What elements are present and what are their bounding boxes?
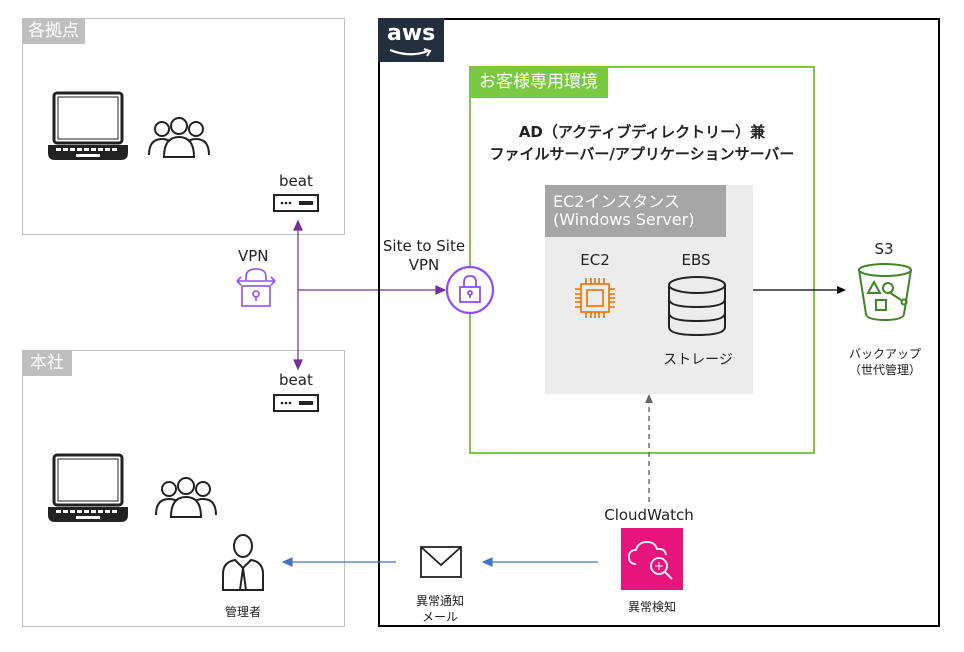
customer-env-tag: お客様専用環境 [469,66,608,98]
cloudwatch-label: CloudWatch [604,506,694,524]
chip-icon [575,278,615,318]
customer-env-box [469,66,815,454]
customer-env-label: お客様専用環境 [479,72,598,92]
s3-caption-line1: バックアップ [848,347,921,361]
users-icon [148,117,210,158]
ec2-instance-label-line2: (Windows Server) [553,210,695,229]
laptop-icon [48,453,128,522]
storage-label: ストレージ [663,352,733,368]
envelope-icon [420,546,462,578]
mail-caption-line1: 異常通知 [415,594,464,608]
hq-device-label: beat [279,371,313,389]
mail-caption-line2: メール [421,610,458,624]
aws-cloud-box [378,18,940,627]
ec2-instance-label-line1: EC2インスタンス [553,192,680,211]
branch-device-label: beat [279,172,313,190]
aws-logo-text: aws [387,21,436,46]
ec2-label: EC2 [580,251,610,269]
ebs-label: EBS [681,251,711,269]
storage-icon [668,276,726,337]
admin-icon [222,534,264,591]
aws-smile-icon [389,48,432,57]
lock-icon [445,265,495,315]
branch-label: 各拠点 [22,18,85,44]
server-role-title-line2: ファイルサーバー/アプリケーションサーバー [489,145,795,163]
s3-caption-line2: （世代管理） [848,363,921,377]
aws-logo: aws [378,18,444,62]
vpn-label: VPN [238,247,269,265]
branch-box [22,18,345,235]
server-role-title-line1: AD（アクティブディレクトリー）兼 [518,123,766,141]
hq-box [22,350,345,627]
server-device-icon [273,194,319,212]
s3-label: S3 [874,240,894,258]
ec2-instance-tag [545,185,726,237]
cloudwatch-caption: 異常検知 [627,600,676,614]
s2s-vpn-label-line2: VPN [408,256,440,274]
cloudwatch-icon [621,528,683,590]
laptop-icon [48,91,128,160]
admin-label: 管理者 [224,605,261,619]
users-icon [155,477,217,518]
vpn-gateway-icon [236,268,276,307]
bucket-icon [858,263,912,322]
s2s-vpn-label-line1: Site to Site [382,237,466,255]
server-device-icon [273,394,319,412]
hq-label: 本社 [22,350,72,376]
